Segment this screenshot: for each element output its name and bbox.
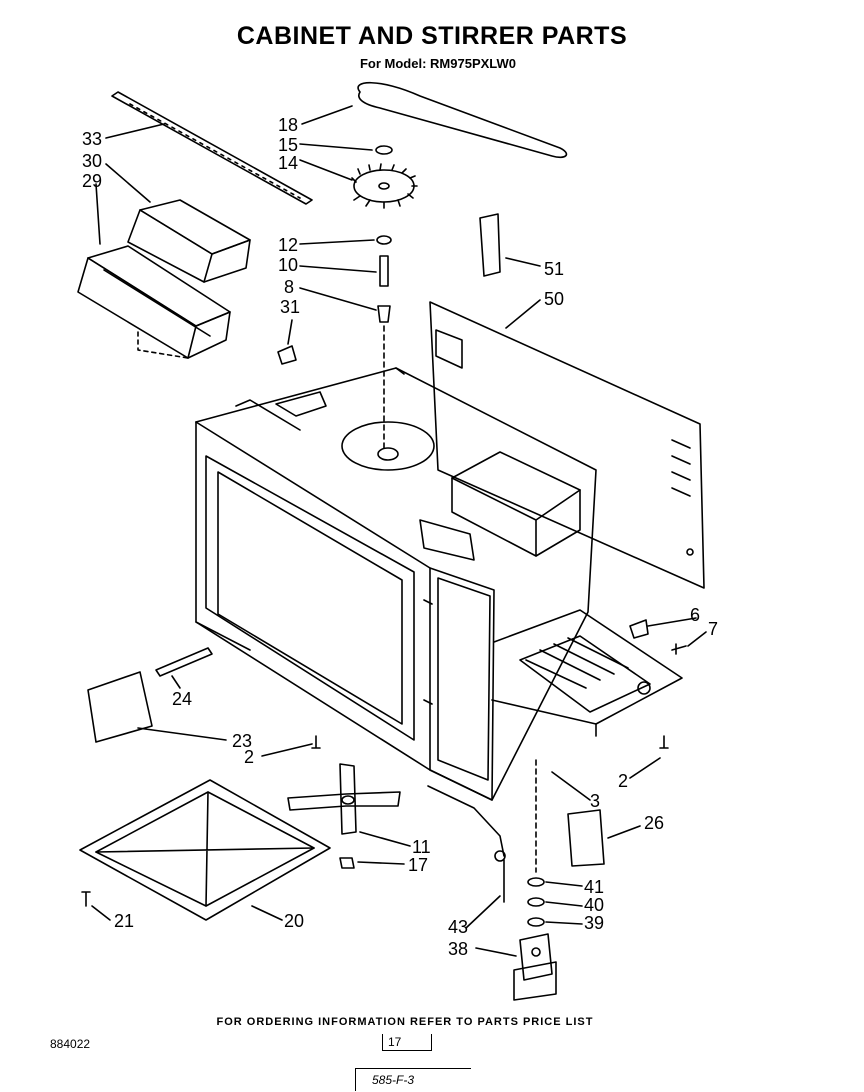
cabinet-wrapper — [196, 368, 596, 800]
callout-38: 38 — [448, 939, 469, 959]
callout-33: 33 — [82, 129, 103, 149]
callout-11: 11 — [412, 837, 431, 857]
part-30-grille — [128, 200, 250, 282]
callout-2-left: 2 — [244, 747, 255, 767]
document-code: 884022 — [50, 1037, 91, 1051]
part-6-clip — [630, 620, 648, 638]
callout-15: 15 — [278, 135, 299, 155]
sheet-code: 585-F-3 — [372, 1073, 415, 1087]
callout-2-right: 2 — [618, 771, 629, 791]
ordering-note: FOR ORDERING INFORMATION REFER TO PARTS … — [216, 1016, 594, 1028]
part-7-screw — [672, 644, 686, 654]
part-26-plate — [568, 810, 604, 866]
leader-lines — [92, 106, 706, 956]
part-17-nut — [340, 858, 354, 868]
callout-6: 6 — [690, 605, 701, 625]
part-51-bracket — [480, 214, 500, 276]
part-11-stirrer-blade — [288, 764, 400, 834]
callout-18: 18 — [278, 115, 299, 135]
part-24-strip — [156, 648, 212, 676]
part-39-washer — [528, 918, 544, 926]
callout-26: 26 — [644, 813, 665, 833]
callout-43: 43 — [448, 917, 469, 937]
part-38-motor — [514, 934, 556, 1000]
callout-10: 10 — [278, 255, 299, 275]
callout-41: 41 — [584, 877, 605, 897]
part-12-washer — [377, 236, 391, 244]
callout-50: 50 — [544, 289, 565, 309]
callout-51: 51 — [544, 259, 565, 279]
callout-7: 7 — [708, 619, 719, 639]
part-2-screw-right — [660, 736, 668, 748]
part-2-screw-left — [312, 736, 320, 748]
callout-17: 17 — [408, 855, 429, 875]
callout-40: 40 — [584, 895, 605, 915]
part-10-shaft — [380, 256, 388, 286]
part-20-stirrer-cover — [80, 780, 330, 920]
callout-8: 8 — [284, 277, 295, 297]
diagram-title: CABINET AND STIRRER PARTS — [236, 22, 628, 50]
model-line: For Model: RM975PXLW0 — [359, 56, 517, 71]
part-40-washer — [528, 898, 544, 906]
part-50-back-panel — [430, 302, 704, 588]
callout-12: 12 — [278, 235, 299, 255]
callout-3: 3 — [590, 791, 601, 811]
part-14-gear — [352, 164, 417, 208]
part-15-nut — [376, 146, 392, 154]
callout-30: 30 — [82, 151, 103, 171]
callout-20: 20 — [284, 911, 305, 931]
callout-39: 39 — [584, 913, 605, 933]
page-number: 17 — [388, 1035, 402, 1049]
page-number-box — [382, 1034, 432, 1051]
callout-21: 21 — [114, 911, 135, 931]
part-41-washer — [528, 878, 544, 886]
part-31-clip — [278, 346, 296, 364]
part-33-vent-strip — [112, 92, 312, 204]
callout-24: 24 — [172, 689, 193, 709]
callout-23: 23 — [232, 731, 253, 751]
base-pan — [492, 610, 682, 736]
front-frame — [196, 422, 494, 800]
sheet-code-box — [355, 1068, 471, 1091]
part-8-bushing — [378, 306, 390, 322]
part-43-probe — [428, 786, 505, 902]
part-23-panel — [88, 672, 152, 742]
part-18-belt — [358, 83, 566, 158]
callout-14: 14 — [278, 153, 299, 173]
part-29-vent-housing — [78, 246, 230, 358]
callout-31: 31 — [280, 297, 301, 317]
callout-29: 29 — [82, 171, 103, 191]
part-21-screw — [82, 892, 90, 906]
